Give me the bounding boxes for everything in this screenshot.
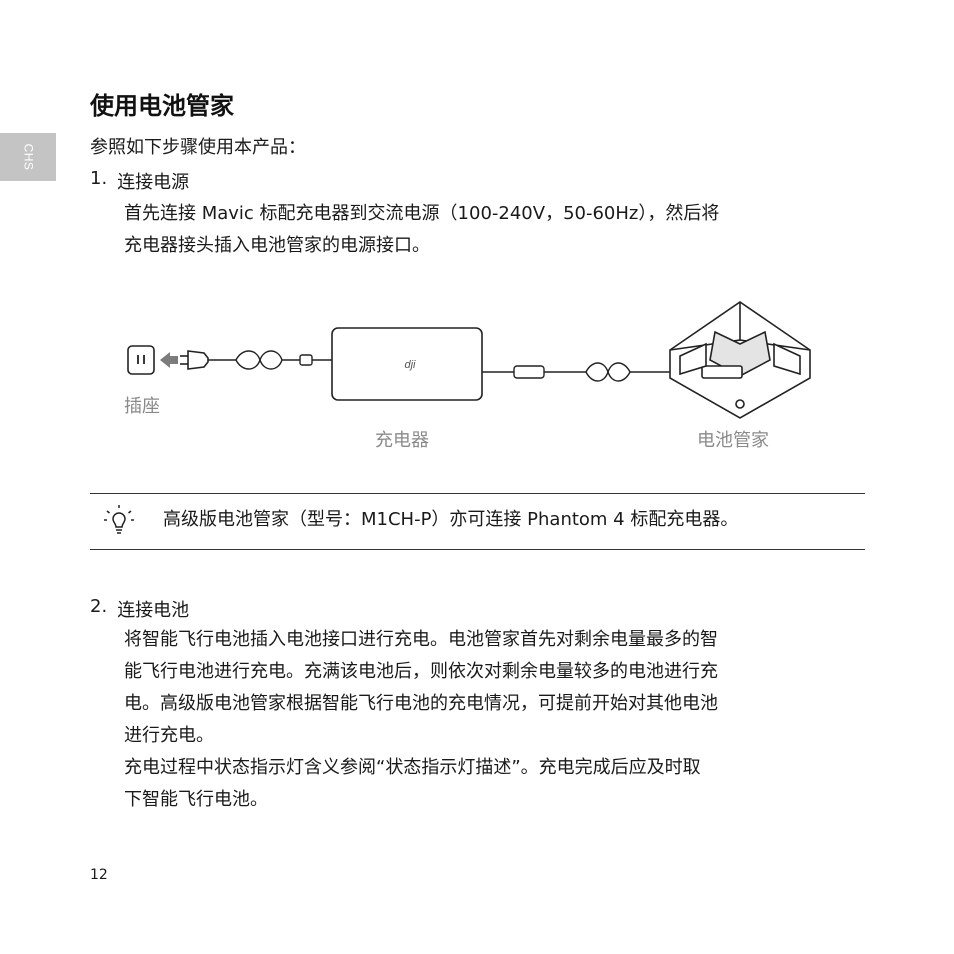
step2-paragraph: 将智能飞行电池插入电池接口进行充电。电池管家首先对剩余电量最多的智 能飞行电池进…	[124, 624, 866, 816]
plug-arrow-icon	[160, 352, 178, 368]
step2-title: 连接电池	[117, 600, 190, 621]
step2-line: 充电过程中状态指示灯含义参阅“状态指示灯描述”。充电完成后应及时取	[124, 757, 701, 778]
language-tab: CHS	[0, 133, 56, 181]
lightbulb-icon	[102, 503, 136, 537]
plug-icon	[180, 350, 209, 370]
step2-line: 电。高级版电池管家根据智能飞行电池的充电情况，可提前开始对其他电池	[124, 693, 718, 714]
step1-line: 充电器接头插入电池管家的电源接口。	[124, 235, 430, 256]
language-tab-label: CHS	[21, 143, 35, 171]
dc-cable	[482, 362, 700, 382]
section-title: 使用电池管家	[90, 92, 234, 120]
battery-hub-icon	[669, 301, 811, 419]
connection-illustration: dji	[127, 301, 811, 419]
tip-text: 高级版电池管家（型号：M1CH-P）亦可连接 Phantom 4 标配充电器。	[163, 509, 739, 530]
charger-icon: dji	[331, 327, 483, 401]
connection-diagram: dji	[110, 292, 830, 462]
battery-hub-label: 电池管家	[697, 430, 769, 451]
step1-number: 1.	[90, 168, 108, 189]
ac-cable	[208, 350, 332, 370]
step1-heading: 1. 连接电源	[90, 168, 189, 194]
charger-label: 充电器	[375, 430, 429, 451]
step2-line: 能飞行电池进行充电。充满该电池后，则依次对剩余电量较多的电池进行充	[124, 661, 718, 682]
socket-icon	[127, 345, 155, 375]
tip-top-divider	[90, 493, 865, 494]
charger-logo: dji	[404, 359, 416, 371]
step2-heading: 2. 连接电池	[90, 596, 189, 622]
tip-bottom-divider	[90, 549, 865, 550]
step2-number: 2.	[90, 596, 108, 617]
socket-label: 插座	[124, 396, 160, 417]
step1-title: 连接电源	[117, 172, 190, 193]
step2-line: 下智能飞行电池。	[124, 789, 268, 810]
step1-line: 首先连接 Mavic 标配充电器到交流电源（100-240V，50-60Hz），…	[124, 203, 720, 224]
step2-line: 将智能飞行电池插入电池接口进行充电。电池管家首先对剩余电量最多的智	[124, 629, 718, 650]
section-intro: 参照如下步骤使用本产品：	[90, 137, 306, 158]
step2-line: 进行充电。	[124, 725, 214, 746]
step1-paragraph: 首先连接 Mavic 标配充电器到交流电源（100-240V，50-60Hz），…	[124, 198, 866, 262]
page-number: 12	[90, 867, 108, 883]
